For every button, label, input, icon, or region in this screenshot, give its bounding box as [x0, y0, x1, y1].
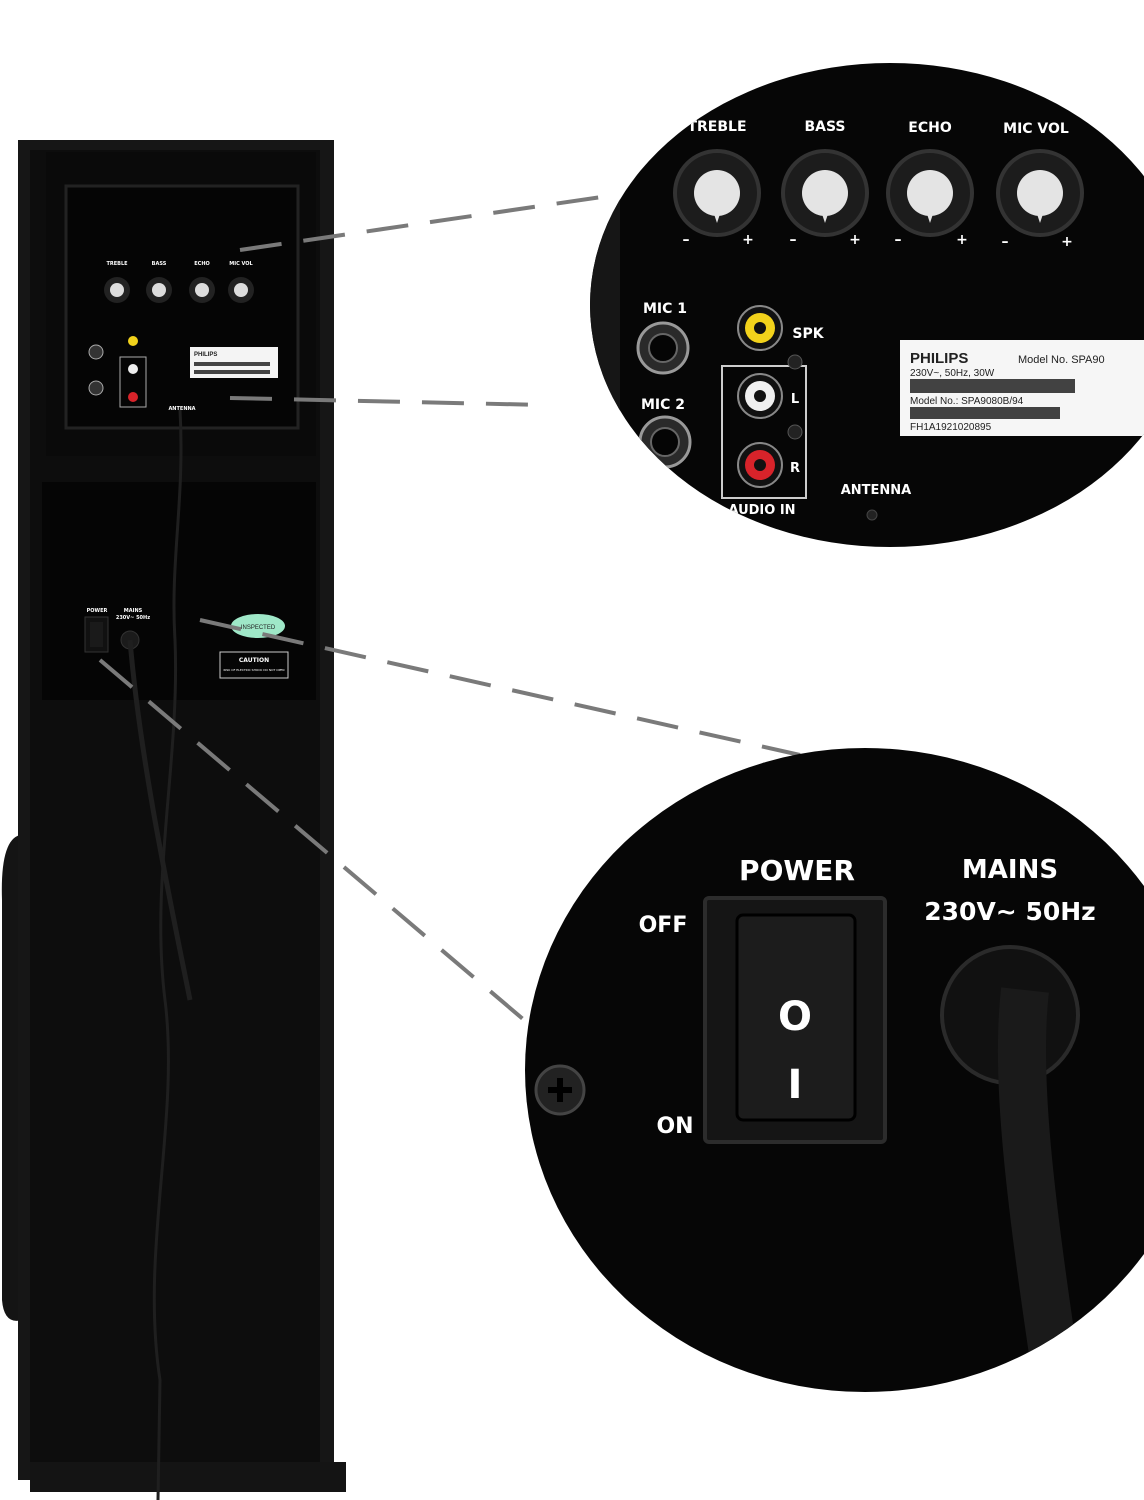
- rating-label: PHILIPS Model No. SPA90 230V~, 50Hz, 30W…: [900, 340, 1144, 436]
- audio-in-r-rca-icon: [737, 442, 783, 488]
- tower-foot: [30, 1462, 346, 1492]
- svg-text:–: –: [895, 232, 902, 248]
- small-treble-label: TREBLE: [106, 261, 128, 267]
- antenna-label: ANTENNA: [841, 483, 912, 498]
- mains-label: MAINS: [962, 855, 1058, 885]
- treble-knob-icon: [673, 149, 761, 237]
- echo-label: ECHO: [908, 120, 952, 136]
- on-label: ON: [656, 1114, 693, 1139]
- small-echo-label: ECHO: [194, 261, 210, 267]
- inspected-sticker: [231, 614, 285, 638]
- screw-icon: [534, 1064, 586, 1116]
- mic1-jack-icon: [636, 321, 690, 375]
- micvol-knob-icon: [234, 283, 248, 297]
- svg-text:PHILIPS: PHILIPS: [194, 352, 217, 358]
- micvol-knob-icon: [996, 149, 1084, 237]
- svg-text:FH1A1921020895: FH1A1921020895: [910, 422, 992, 433]
- small-mic2-jack-icon: [88, 380, 104, 396]
- svg-text:+: +: [742, 232, 754, 248]
- power-zoom-callout: POWER OFF ON MAINS 230V~ 50Hz O I: [525, 748, 1144, 1392]
- echo-knob-icon: [886, 149, 974, 237]
- antenna-socket-icon: [866, 509, 878, 521]
- small-mic1-jack-icon: [88, 344, 104, 360]
- svg-text:Model No.: SPA9080B/94: Model No.: SPA9080B/94: [910, 396, 1024, 407]
- svg-text:PHILIPS: PHILIPS: [910, 350, 968, 367]
- audio-in-l-rca-icon: [737, 373, 783, 419]
- control-plate: [64, 184, 300, 430]
- echo-knob-icon: [195, 283, 209, 297]
- mic1-label: MIC 1: [643, 301, 687, 317]
- power-rocker-switch: [735, 913, 857, 1122]
- bass-label: BASS: [804, 119, 845, 135]
- svg-text:R: R: [790, 461, 800, 476]
- svg-text:+: +: [1061, 234, 1073, 250]
- audio-in-box: [721, 365, 807, 499]
- svg-text:RISK OF ELECTRIC SHOCK DO NOT: RISK OF ELECTRIC SHOCK DO NOT OPEN: [223, 668, 284, 672]
- mains-cable: [997, 987, 1084, 1392]
- audio-in-label: AUDIO IN: [728, 503, 795, 518]
- micvol-label: MIC VOL: [1003, 121, 1069, 137]
- spk-rca-yellow-icon: [737, 305, 783, 351]
- switch-off-symbol: O: [778, 994, 812, 1040]
- svg-text:–: –: [790, 232, 797, 248]
- svg-text:MAINS: MAINS: [124, 608, 143, 614]
- switch-on-symbol: I: [788, 1062, 803, 1108]
- small-antenna-label: ANTENNA: [168, 406, 195, 412]
- svg-text:L: L: [791, 392, 799, 407]
- svg-text:–: –: [683, 232, 690, 248]
- svg-text:–: –: [1002, 234, 1009, 250]
- mic2-jack-icon: [638, 415, 692, 469]
- caution-sticker: [219, 651, 289, 679]
- svg-text:+: +: [849, 232, 861, 248]
- small-knobs: [104, 277, 254, 303]
- small-bass-label: BASS: [152, 261, 167, 267]
- treble-knob-icon: [110, 283, 124, 297]
- speaker-tower: TREBLE BASS ECHO MIC VOL PHILIPS ANTENNA…: [1, 140, 346, 1500]
- bass-knob-icon: [152, 283, 166, 297]
- off-label: OFF: [639, 913, 688, 938]
- bass-knob-icon: [781, 149, 869, 237]
- svg-text:230V~ 50Hz: 230V~ 50Hz: [116, 615, 150, 621]
- mains-rating-label: 230V~ 50Hz: [924, 897, 1095, 926]
- spk-label: SPK: [792, 326, 824, 342]
- power-label: POWER: [739, 854, 855, 887]
- svg-text:+: +: [956, 232, 968, 248]
- svg-text:POWER: POWER: [87, 608, 108, 614]
- svg-text:INSPECTED: INSPECTED: [241, 625, 276, 631]
- svg-text:230V~, 50Hz, 30W: 230V~, 50Hz, 30W: [910, 368, 995, 379]
- mic2-label: MIC 2: [641, 397, 685, 413]
- callout-lines: [98, 193, 801, 1027]
- svg-text:CAUTION: CAUTION: [239, 657, 269, 664]
- small-micvol-label: MIC VOL: [229, 261, 253, 267]
- power-cable: [127, 639, 193, 1001]
- large-knobs: [673, 149, 1084, 237]
- small-power-switch-icon: [90, 622, 103, 647]
- controls-zoom-callout: TREBLE BASS ECHO MIC VOL – + – + – + – +…: [590, 63, 1144, 547]
- svg-text:Model No. SPA90: Model No. SPA90: [1018, 354, 1105, 366]
- side-bulge: [1, 835, 22, 1321]
- treble-label: TREBLE: [687, 119, 746, 135]
